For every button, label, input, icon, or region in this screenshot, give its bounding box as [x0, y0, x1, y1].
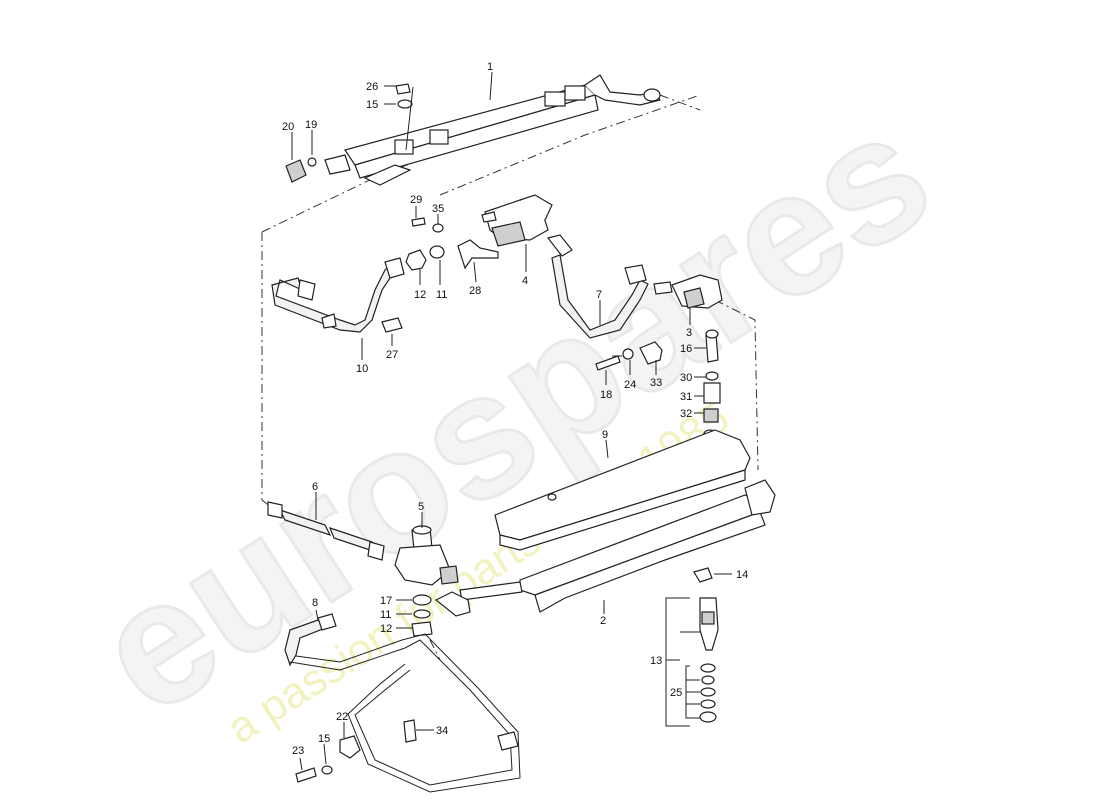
callout-31: 31 [680, 391, 692, 403]
fuel-line-left [271, 257, 405, 333]
callout-34: 34 [436, 725, 448, 737]
callout-26: 26 [366, 81, 378, 93]
rail-end-cap [285, 157, 317, 183]
bracket-hardware [405, 217, 499, 271]
callout-33: 33 [650, 377, 662, 389]
callout-numbers: 1 26 15 20 19 29 35 4 12 11 28 7 3 16 27… [282, 61, 748, 757]
pressure-damper-upper [481, 194, 573, 257]
fuel-rail-top [324, 74, 661, 186]
fuel-rail-lower [459, 479, 776, 613]
callout-28: 28 [469, 285, 481, 297]
callout-32: 32 [680, 408, 692, 420]
callout-1: 1 [487, 61, 493, 73]
bolt-washer-bracket [595, 341, 663, 371]
callout-15-top: 15 [366, 99, 378, 111]
pressure-regulator-right [653, 274, 723, 309]
callout-19: 19 [305, 119, 317, 131]
watermark: eurospares a passion for parts since 198… [63, 73, 964, 753]
callout-10: 10 [356, 363, 368, 375]
callout-11-lower: 11 [380, 609, 391, 621]
return-line [284, 613, 521, 793]
callout-16: 16 [680, 343, 692, 355]
mounting-stack [703, 329, 721, 439]
rail-cover [494, 429, 751, 551]
callout-29: 29 [410, 194, 422, 206]
callout-12-lower: 12 [380, 623, 392, 635]
callout-35: 35 [432, 203, 444, 215]
callout-4: 4 [522, 275, 528, 287]
lower-hardware-stack [411, 591, 471, 637]
lower-fasteners [295, 719, 417, 783]
callout-13: 13 [650, 655, 662, 667]
callout-30: 30 [680, 372, 692, 384]
leader-lines [291, 71, 732, 771]
callout-24: 24 [624, 379, 636, 391]
callout-12-top: 12 [414, 289, 426, 301]
callout-22: 22 [336, 711, 348, 723]
callout-15-lower: 15 [318, 733, 330, 745]
callout-20: 20 [282, 121, 294, 133]
callout-18: 18 [600, 389, 612, 401]
callout-17: 17 [380, 595, 392, 607]
callout-8: 8 [312, 597, 318, 609]
callout-3: 3 [686, 327, 692, 339]
callout-6: 6 [312, 481, 318, 493]
watermark-brand: eurospares [64, 74, 962, 751]
callout-7: 7 [596, 289, 602, 301]
hose-lower-left [267, 501, 385, 561]
pressure-regulator-lower [394, 525, 459, 586]
rail-nut-washer [395, 83, 414, 151]
callout-25: 25 [670, 687, 682, 699]
callout-5: 5 [418, 501, 424, 513]
clip-lower [693, 567, 713, 583]
hose-upper [551, 254, 649, 339]
callout-11-top: 11 [436, 289, 447, 301]
clip [381, 317, 403, 333]
callout-14: 14 [736, 569, 748, 581]
callout-23: 23 [292, 745, 304, 757]
callout-2: 2 [600, 615, 606, 627]
fuel-injector [665, 597, 719, 727]
callout-9: 9 [602, 429, 608, 441]
callout-27: 27 [386, 349, 398, 361]
